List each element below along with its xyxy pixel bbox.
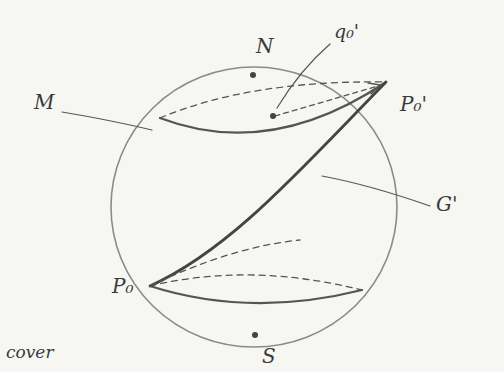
sphere-outline bbox=[111, 67, 397, 347]
south-pole-dot bbox=[252, 332, 258, 338]
lower-circle-front bbox=[150, 286, 362, 303]
pole-label: N bbox=[256, 36, 274, 56]
center-dot bbox=[270, 113, 276, 119]
leader-line bbox=[322, 176, 430, 206]
point-label: q₀' bbox=[334, 22, 359, 41]
great-circle-back bbox=[150, 240, 300, 286]
region-label: M bbox=[34, 92, 54, 112]
arrow-head bbox=[368, 83, 380, 94]
great-circle-front bbox=[150, 82, 386, 286]
upper-circle-front bbox=[160, 82, 386, 133]
point-label: P₀ bbox=[112, 276, 133, 296]
pole-label: S bbox=[262, 346, 276, 366]
leader-line bbox=[277, 44, 330, 108]
upper-circle-back bbox=[160, 82, 386, 118]
curve-label: G' bbox=[436, 194, 457, 214]
note-label: cover bbox=[6, 344, 54, 361]
radius-arrow bbox=[275, 86, 378, 116]
north-pole-dot bbox=[250, 72, 256, 78]
lower-circle-back bbox=[150, 275, 362, 290]
leader-line bbox=[62, 112, 152, 130]
point-label: P₀' bbox=[400, 94, 427, 114]
